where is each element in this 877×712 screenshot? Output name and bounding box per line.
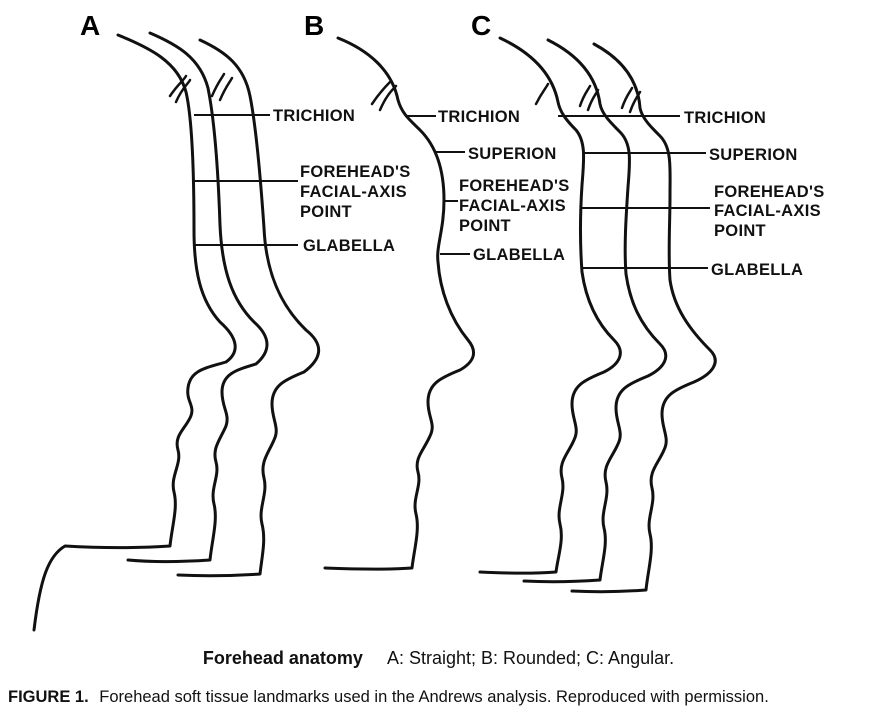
panel-c-label-facial-axis: FACIAL-AXIS — [714, 202, 821, 220]
panel-b-label-point: POINT — [459, 217, 511, 235]
panel-a-label-facial-axis: FACIAL-AXIS — [300, 183, 407, 201]
panel-b-landmarks: TRICHION SUPERION FOREHEAD'S FACIAL-AXIS… — [405, 108, 570, 264]
panel-a-profile-3 — [176, 38, 320, 578]
panel-a-profile-2 — [126, 31, 269, 563]
panel-c-profile-2 — [522, 38, 668, 584]
anatomy-legend-text: A: Straight; B: Rounded; C: Angular. — [386, 648, 675, 668]
panel-a-label-glabella: GLABELLA — [303, 237, 395, 255]
panel-a-profiles — [32, 31, 320, 632]
panel-a-label-trichion: TRICHION — [273, 107, 355, 125]
forehead-profile-figure: A B C TRICHION FOREHEAD'S FACIAL-AXIS PO… — [32, 10, 825, 632]
panel-c-hairline — [534, 82, 642, 114]
panel-b-label-trichion: TRICHION — [438, 108, 520, 126]
panel-b-label-superion: SUPERION — [468, 145, 557, 163]
panel-c-label-foreheads: FOREHEAD'S — [714, 183, 825, 201]
panel-c-profiles — [478, 36, 717, 594]
panel-b-profile-line — [323, 36, 476, 571]
anatomy-legend: Forehead anatomy A: Straight; B: Rounded… — [0, 648, 877, 669]
panel-c-profile-1 — [478, 36, 622, 575]
panel-a-label-point: POINT — [300, 203, 352, 221]
panel-b-hairline — [370, 80, 398, 112]
panel-a-landmarks: TRICHION FOREHEAD'S FACIAL-AXIS POINT GL… — [194, 107, 411, 255]
panel-b-profile — [323, 36, 476, 571]
panel-a-profile-1 — [32, 33, 237, 632]
panel-c-label-trichion: TRICHION — [684, 109, 766, 127]
panel-b-label-foreheads: FOREHEAD'S — [459, 177, 570, 195]
panel-b-label-glabella: GLABELLA — [473, 246, 565, 264]
figure-label: FIGURE 1. — [8, 688, 89, 706]
panel-c-label-superion: SUPERION — [709, 146, 798, 164]
panel-c-landmarks: TRICHION SUPERION FOREHEAD'S FACIAL-AXIS… — [558, 109, 825, 279]
panel-b-label-facial-axis: FACIAL-AXIS — [459, 197, 566, 215]
panel-a-label-foreheads: FOREHEAD'S — [300, 163, 411, 181]
figure-caption-text: Forehead soft tissue landmarks used in t… — [99, 688, 769, 706]
panel-c-label-glabella: GLABELLA — [711, 261, 803, 279]
panel-a-hairline — [168, 72, 234, 104]
anatomy-title: Forehead anatomy — [202, 648, 363, 668]
panel-letter-c: C — [471, 10, 491, 41]
panel-c-label-point: POINT — [714, 222, 766, 240]
panel-c-profile-3 — [570, 42, 717, 594]
panel-letter-a: A — [80, 10, 100, 41]
figure-caption: FIGURE 1. Forehead soft tissue landmarks… — [8, 688, 877, 707]
panel-letter-b: B — [304, 10, 324, 41]
